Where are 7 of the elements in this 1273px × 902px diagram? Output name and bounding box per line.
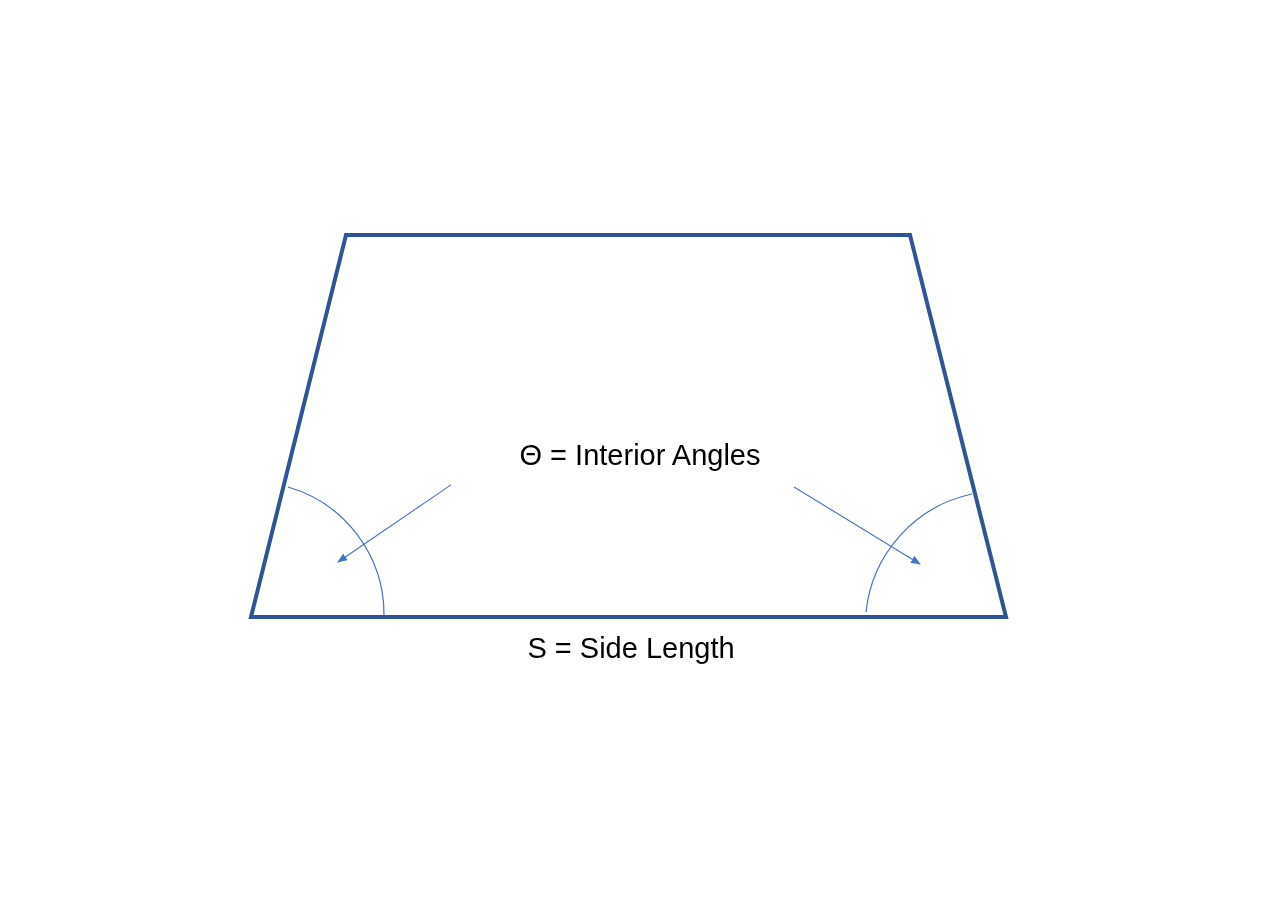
leader-arrow xyxy=(793,486,921,565)
trapezoid-shape xyxy=(248,232,1010,622)
leader-arrow xyxy=(337,484,452,563)
annotation-text: Θ = Interior Angles xyxy=(500,437,780,475)
angle-arc xyxy=(864,492,974,614)
side-label: S = Side Length xyxy=(526,631,736,666)
angle-arc xyxy=(286,485,386,617)
